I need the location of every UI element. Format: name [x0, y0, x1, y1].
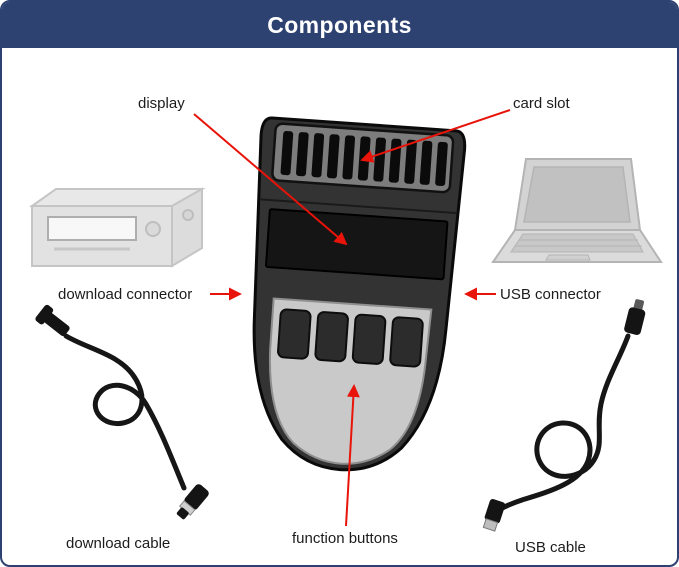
usb-cable-illustration — [482, 299, 646, 532]
function-buttons-arrow — [345, 384, 360, 527]
laptop-illustration — [491, 158, 663, 263]
header: Components — [2, 2, 677, 48]
label-card-slot: card slot — [513, 95, 570, 112]
card-slot-arrow — [360, 109, 511, 163]
label-display: display — [138, 95, 185, 112]
device-card-slot — [271, 122, 455, 194]
label-usb-cable: USB cable — [515, 539, 586, 556]
label-usb-connector: USB connector — [500, 286, 601, 303]
display-arrow — [193, 113, 348, 246]
device-display — [265, 208, 449, 281]
download-cable-illustration — [35, 304, 209, 520]
download-device-illustration — [252, 116, 467, 472]
vehicle-unit-illustration — [28, 187, 206, 268]
label-download-cable: download cable — [66, 535, 171, 552]
device-function-buttons — [277, 308, 424, 368]
label-function-buttons: function buttons — [292, 530, 398, 547]
page-title: Components — [267, 11, 412, 38]
label-download-connector: download connector — [58, 286, 193, 303]
